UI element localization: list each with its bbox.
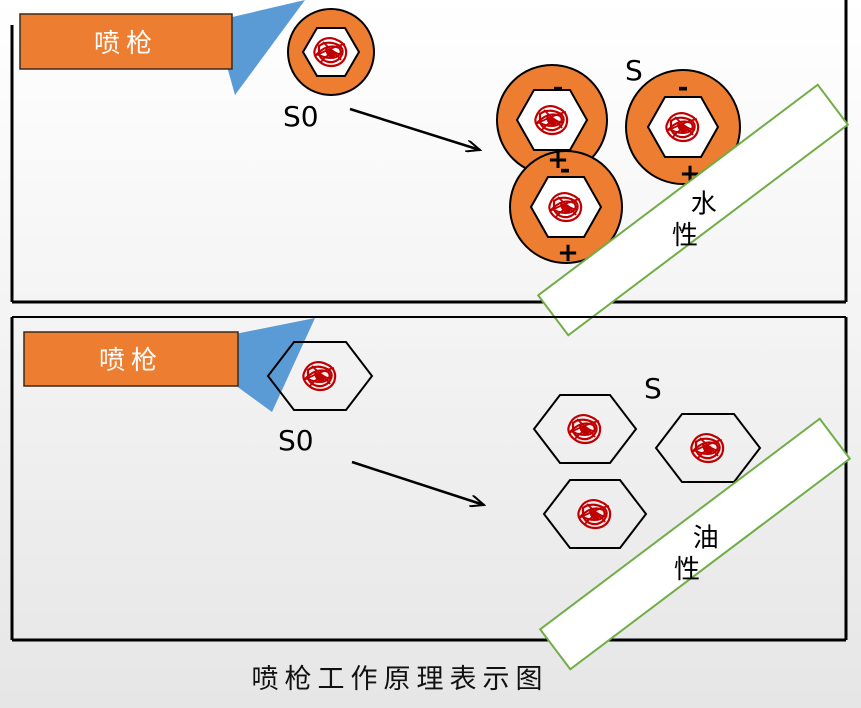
motion-arrow	[351, 460, 484, 505]
uncoated-particle	[532, 394, 638, 464]
dispersed-particle-label: S	[644, 372, 662, 405]
panel-water-based: 喷枪 S0 S - - + - + +	[10, 0, 850, 337]
spray-nozzle	[228, 0, 305, 95]
spray-gun-label: 喷枪	[99, 346, 163, 376]
panel-oil-based: 喷枪 S0 S 油 性	[10, 317, 852, 671]
spray-gun-label: 喷枪	[94, 29, 158, 59]
charge-negative: -	[678, 73, 689, 103]
charge-positive: +	[547, 145, 569, 175]
water-based-substrate: 水 性	[536, 83, 850, 337]
oil-based-substrate: 油 性	[538, 417, 852, 671]
charge-negative: -	[553, 73, 564, 103]
charged-particle	[625, 69, 741, 185]
charge-positive: +	[557, 238, 579, 268]
substrate-label-char: 性	[672, 221, 698, 251]
initial-particle-label: S0	[278, 424, 314, 457]
dispersed-particle-label: S	[625, 54, 643, 87]
substrate-label-char: 水	[691, 189, 717, 219]
initial-particle-label: S0	[283, 100, 319, 133]
uncoated-particle	[542, 479, 648, 549]
charge-negative: -	[560, 155, 571, 185]
pigment-particle-coated	[287, 8, 375, 96]
spray-nozzle	[235, 318, 315, 412]
spray-gun-body	[23, 331, 239, 387]
substrate-label-char: 性	[674, 555, 700, 585]
charged-particle	[509, 150, 623, 264]
spray-gun-body	[19, 13, 233, 70]
charged-particle	[496, 64, 608, 176]
pigment-particle-uncoated	[266, 341, 374, 411]
figure-caption: 喷枪工作原理表示图	[251, 664, 549, 695]
substrate-label-char: 油	[693, 523, 719, 553]
uncoated-particle	[654, 413, 762, 483]
motion-arrow	[349, 107, 480, 150]
